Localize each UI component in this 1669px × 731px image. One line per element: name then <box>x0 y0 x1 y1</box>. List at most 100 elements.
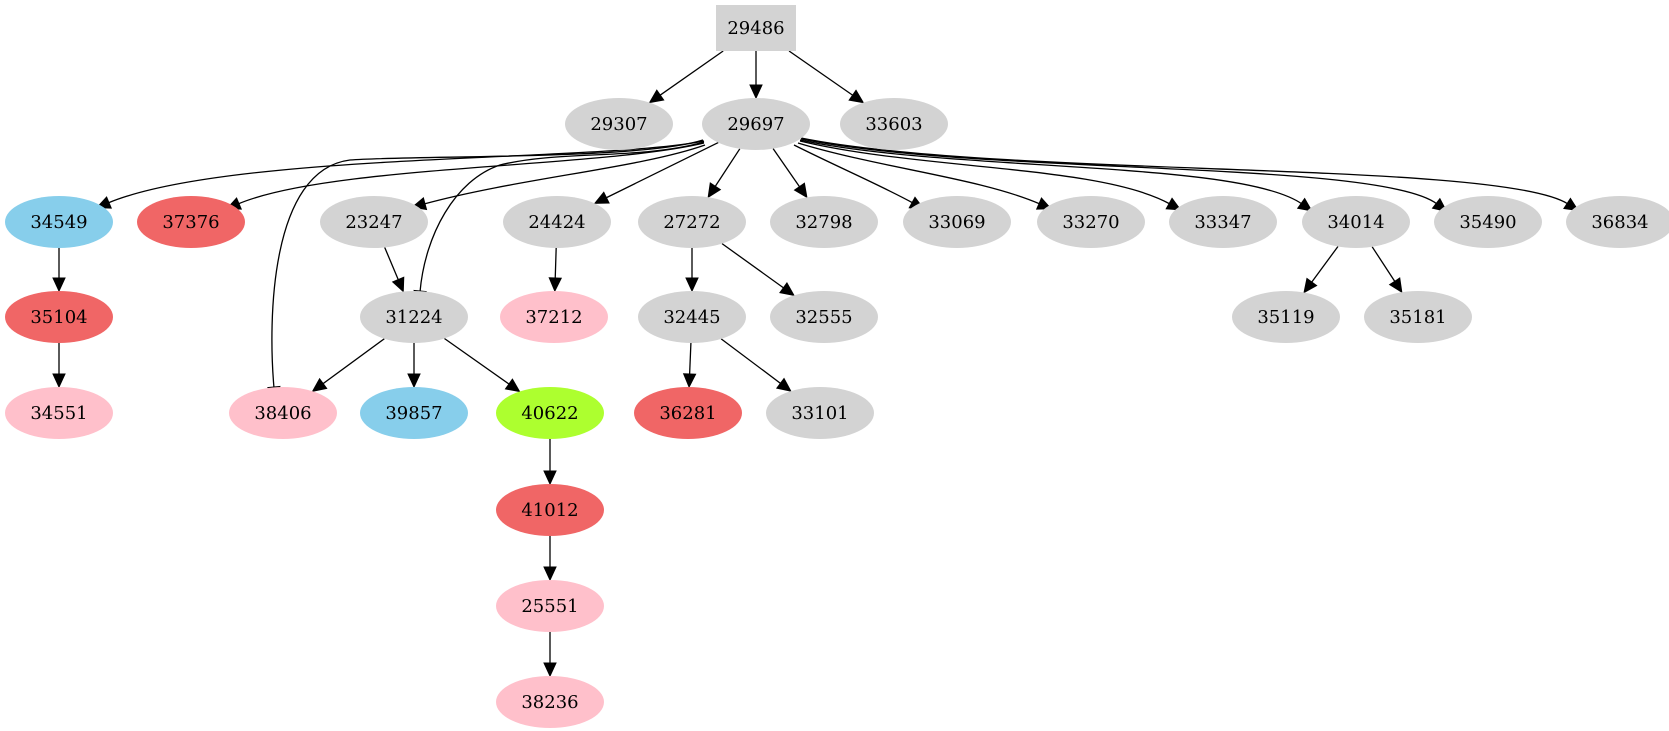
edge-34014-35119 <box>1303 246 1339 294</box>
arrowhead-icon <box>1303 277 1318 294</box>
arrowhead-icon <box>648 89 665 104</box>
node-25551[interactable]: 25551 <box>496 580 604 632</box>
node-ellipse <box>1302 196 1410 248</box>
node-35104[interactable]: 35104 <box>5 291 113 343</box>
node-label: 29486 <box>727 18 784 39</box>
edge-line <box>419 141 705 293</box>
edge-35104-34551 <box>52 343 66 389</box>
node-32445[interactable]: 32445 <box>638 291 746 343</box>
edge-29486-29697 <box>749 51 763 100</box>
node-34549[interactable]: 34549 <box>5 196 113 248</box>
arrowhead-icon <box>407 373 421 389</box>
node-35181[interactable]: 35181 <box>1364 291 1472 343</box>
node-label: 41012 <box>521 500 578 521</box>
edge-29697-34014 <box>799 139 1313 212</box>
arrowhead-icon <box>682 373 697 389</box>
arrowhead-icon <box>543 470 557 486</box>
node-ellipse <box>320 196 428 248</box>
nodes-layer: 29486 29307 29697 33603 34549 37376 23247 24424… <box>5 5 1669 728</box>
edge-29697-38406 <box>267 139 704 402</box>
node-ellipse <box>229 387 337 439</box>
arrowhead-icon <box>1388 277 1403 294</box>
node-37376[interactable]: 37376 <box>137 196 245 248</box>
node-35119[interactable]: 35119 <box>1232 291 1340 343</box>
edge-line <box>799 139 1303 205</box>
node-ellipse <box>634 387 742 439</box>
node-32798[interactable]: 32798 <box>770 196 878 248</box>
node-label: 35119 <box>1257 307 1314 328</box>
arrowhead-icon <box>749 84 763 100</box>
node-label: 29307 <box>590 114 647 135</box>
node-label: 33101 <box>791 403 848 424</box>
node-35490[interactable]: 35490 <box>1434 196 1542 248</box>
node-ellipse <box>1566 196 1669 248</box>
node-ellipse <box>702 98 810 150</box>
node-32555[interactable]: 32555 <box>770 291 878 343</box>
node-33069[interactable]: 33069 <box>903 196 1011 248</box>
node-29307[interactable]: 29307 <box>565 98 673 150</box>
node-label: 34551 <box>30 403 87 424</box>
node-label: 35104 <box>30 307 87 328</box>
edge-line <box>271 139 704 389</box>
edge-line <box>688 342 692 376</box>
node-label: 34014 <box>1327 212 1384 233</box>
node-39857[interactable]: 39857 <box>360 387 468 439</box>
edge-34014-35181 <box>1371 246 1403 294</box>
node-label: 27272 <box>663 212 720 233</box>
edge-line <box>721 243 785 289</box>
node-23247[interactable]: 23247 <box>320 196 428 248</box>
node-label: 32798 <box>795 212 852 233</box>
node-ellipse <box>500 291 608 343</box>
edge-31224-39857 <box>407 343 421 389</box>
edge-line <box>444 337 511 386</box>
node-ellipse <box>1232 291 1340 343</box>
arrowhead-icon <box>548 277 563 293</box>
node-33347[interactable]: 33347 <box>1169 196 1277 248</box>
node-label: 31224 <box>385 307 442 328</box>
edge-line <box>799 140 1171 205</box>
node-31224[interactable]: 31224 <box>360 291 468 343</box>
edge-line <box>720 338 782 385</box>
node-38406[interactable]: 38406 <box>229 387 337 439</box>
node-label: 40622 <box>521 403 578 424</box>
edge-32445-36281 <box>682 342 697 389</box>
node-40622[interactable]: 40622 <box>496 387 604 439</box>
edge-29486-33603 <box>788 50 865 104</box>
node-ellipse <box>1434 196 1542 248</box>
node-33603[interactable]: 33603 <box>840 98 948 150</box>
node-label: 39857 <box>385 403 442 424</box>
edge-line <box>800 137 1569 205</box>
node-ellipse <box>137 196 245 248</box>
edge-24424-37212 <box>548 247 563 293</box>
edge-line <box>237 142 705 205</box>
node-36281[interactable]: 36281 <box>634 387 742 439</box>
node-38236[interactable]: 38236 <box>496 676 604 728</box>
node-34551[interactable]: 34551 <box>5 387 113 439</box>
node-label: 33603 <box>865 114 922 135</box>
node-ellipse <box>565 98 673 150</box>
arrowhead-icon <box>707 182 722 199</box>
arrowhead-icon <box>543 566 557 582</box>
arrowhead-icon <box>685 277 699 293</box>
node-37212[interactable]: 37212 <box>500 291 608 343</box>
node-29486[interactable]: 29486 <box>716 5 796 51</box>
node-36834[interactable]: 36834 <box>1566 196 1669 248</box>
arrowhead-icon <box>775 377 792 392</box>
edge-27272-32555 <box>721 243 795 297</box>
arrowhead-icon <box>1296 197 1313 212</box>
node-ellipse <box>496 676 604 728</box>
node-label: 25551 <box>521 596 578 617</box>
edge-line <box>793 144 914 204</box>
node-label: 24424 <box>528 212 585 233</box>
edge-29697-33270 <box>797 142 1053 210</box>
node-ellipse <box>770 291 878 343</box>
node-27272[interactable]: 27272 <box>638 196 746 248</box>
node-29697[interactable]: 29697 <box>702 98 810 150</box>
node-ellipse <box>360 291 468 343</box>
node-34014[interactable]: 34014 <box>1302 196 1410 248</box>
node-24424[interactable]: 24424 <box>503 196 611 248</box>
node-33101[interactable]: 33101 <box>766 387 874 439</box>
node-41012[interactable]: 41012 <box>496 484 604 536</box>
node-33270[interactable]: 33270 <box>1037 196 1145 248</box>
